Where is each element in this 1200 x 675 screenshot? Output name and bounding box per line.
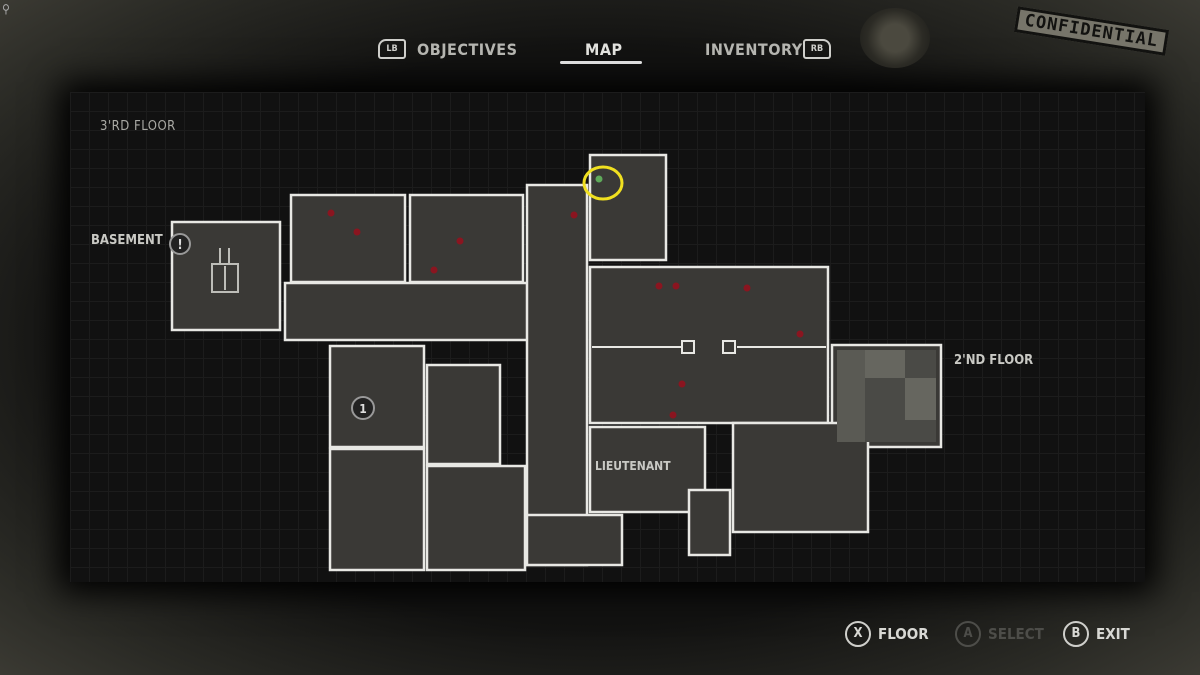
tab-inventory[interactable]: INVENTORY bbox=[705, 40, 803, 59]
room[interactable] bbox=[328, 447, 426, 572]
room[interactable] bbox=[408, 193, 525, 284]
rb-bumper-icon[interactable]: RB bbox=[803, 39, 831, 59]
item-markers bbox=[327, 209, 804, 419]
player-position-icon bbox=[595, 175, 603, 183]
basement-label[interactable]: BASEMENT bbox=[91, 233, 163, 248]
room[interactable] bbox=[425, 363, 502, 466]
search-icon: ⚲ bbox=[2, 2, 10, 16]
alert-marker-text: ! bbox=[177, 238, 182, 253]
second-floor-label[interactable]: 2'ND FLOOR bbox=[954, 353, 1034, 368]
x-button-icon: X bbox=[845, 621, 871, 647]
numbered-marker-icon[interactable] bbox=[351, 396, 375, 420]
room[interactable] bbox=[525, 513, 624, 567]
room[interactable] bbox=[588, 153, 668, 262]
exit-button-label: EXIT bbox=[1096, 625, 1130, 643]
room[interactable] bbox=[289, 193, 407, 284]
room[interactable] bbox=[425, 464, 527, 572]
alert-marker-icon[interactable] bbox=[169, 233, 191, 255]
numbered-marker-text: 1 bbox=[359, 402, 367, 416]
room[interactable] bbox=[328, 344, 426, 449]
b-button-icon: B bbox=[1063, 621, 1089, 647]
room[interactable] bbox=[687, 488, 732, 557]
elevator-icon bbox=[211, 248, 239, 293]
select-button-label: SELECT bbox=[988, 625, 1044, 643]
current-floor-label: 3'RD FLOOR bbox=[100, 119, 176, 134]
pillar bbox=[681, 340, 695, 354]
active-tab-underline bbox=[560, 61, 642, 64]
highlight-circle bbox=[582, 165, 624, 201]
floor-button-label: FLOOR bbox=[878, 625, 929, 643]
room-large[interactable] bbox=[588, 265, 830, 425]
floor-button[interactable]: X FLOOR bbox=[845, 621, 929, 647]
dial-decoration-icon bbox=[860, 8, 930, 68]
exit-button[interactable]: B EXIT bbox=[1063, 621, 1130, 647]
pillar bbox=[722, 340, 736, 354]
lieutenant-room-label: LIEUTENANT bbox=[595, 459, 671, 473]
tab-map[interactable]: MAP bbox=[585, 40, 623, 59]
lb-bumper-icon[interactable]: LB bbox=[378, 39, 406, 59]
a-button-icon: A bbox=[955, 621, 981, 647]
select-button[interactable]: A SELECT bbox=[955, 621, 1044, 647]
tab-objectives[interactable]: OBJECTIVES bbox=[417, 40, 518, 59]
corridor-vertical bbox=[525, 183, 589, 567]
tab-bar: LB OBJECTIVES MAP INVENTORY RB bbox=[0, 36, 1200, 66]
room-lieutenant[interactable] bbox=[588, 425, 707, 514]
